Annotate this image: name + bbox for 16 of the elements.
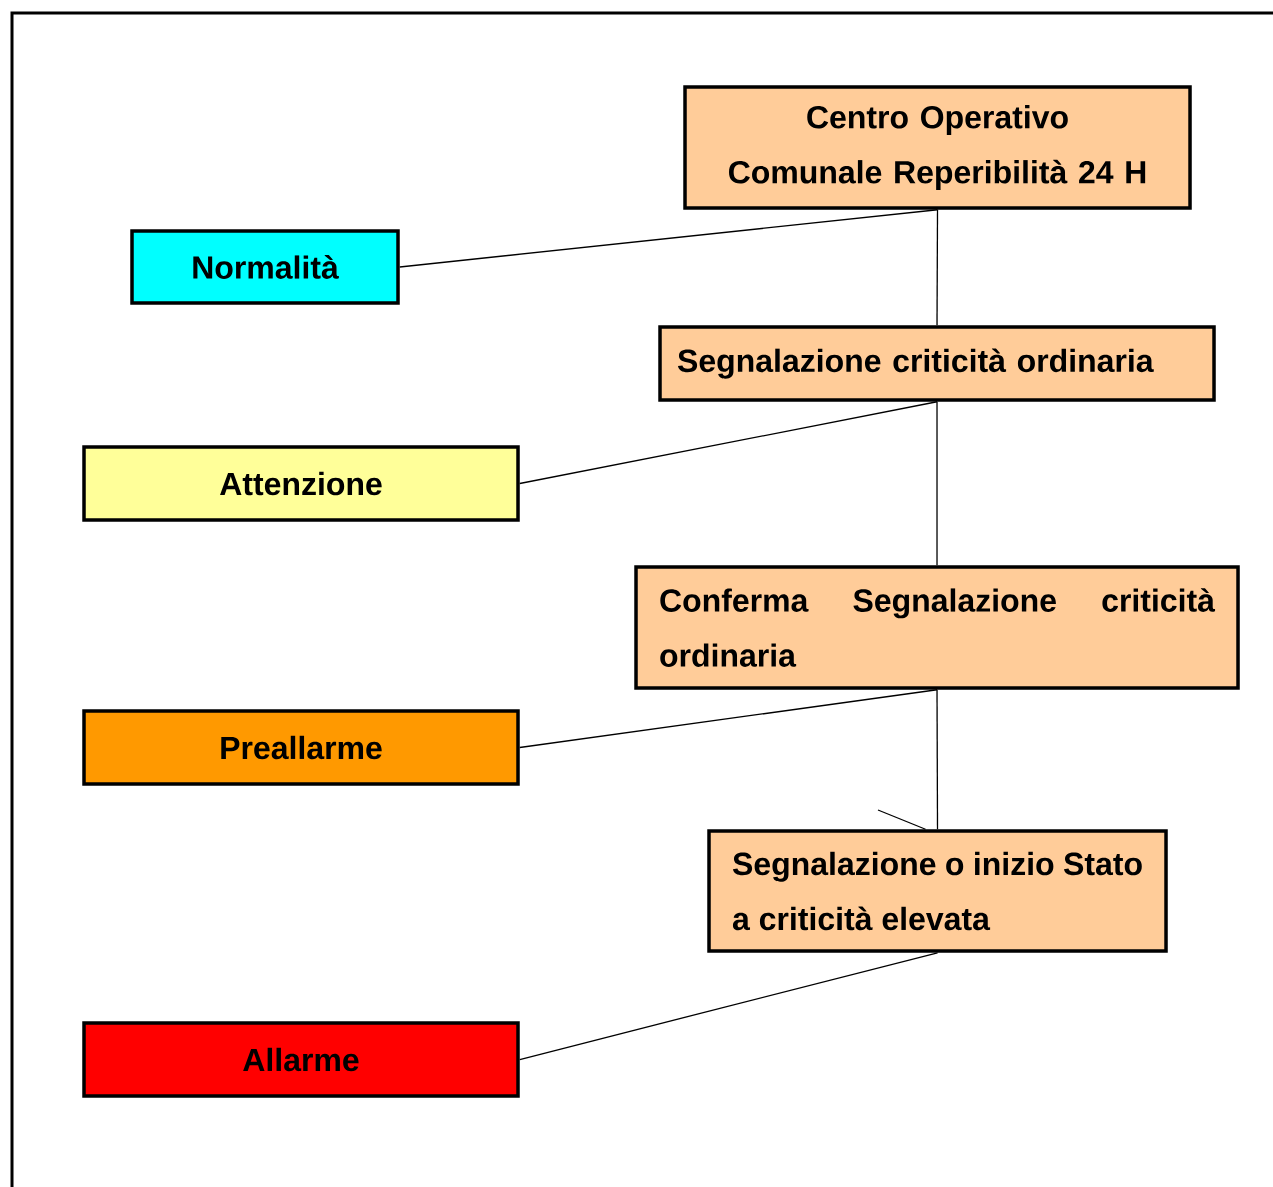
connector-line — [519, 689, 938, 749]
connector-line — [519, 401, 938, 485]
status-box: Preallarme — [82, 709, 520, 786]
status-box: Normalità — [130, 229, 400, 305]
connector-line — [877, 809, 927, 830]
connector-line — [519, 952, 939, 1061]
process-box: Segnalazione criticità ordinaria — [658, 325, 1216, 402]
process-box: Conferma Segnalazione criticità ordinaria — [634, 565, 1240, 690]
connector-line — [399, 209, 939, 268]
connector-line — [936, 209, 939, 326]
status-box: Allarme — [82, 1021, 520, 1098]
status-box: Attenzione — [82, 445, 520, 522]
process-box: Centro Operativo Comunale Reperibilità 24 H — [683, 85, 1192, 210]
process-box: Segnalazione o inizio Stato a criticità elevata — [707, 829, 1168, 953]
connector-line — [936, 401, 938, 566]
connector-line — [936, 689, 939, 830]
